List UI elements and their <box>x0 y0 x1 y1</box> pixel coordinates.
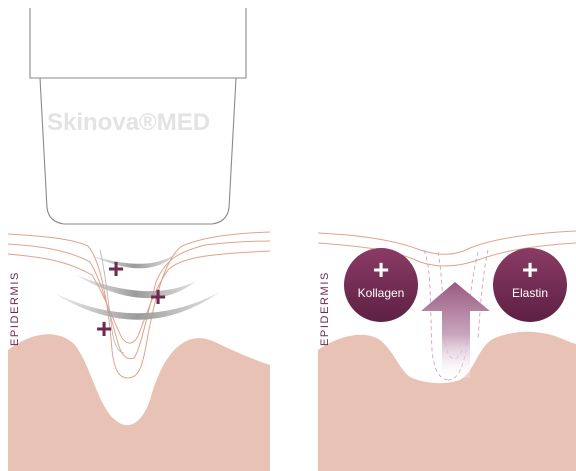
svg-text:Skinova®MED: Skinova®MED <box>47 109 210 136</box>
plus-marker: + <box>150 281 166 312</box>
epidermis-label-right: EPIDERMIS <box>319 271 331 346</box>
energy-arcs-left <box>54 252 220 320</box>
skin-layer-left <box>8 334 270 471</box>
device-brand: Skinova <box>47 109 140 136</box>
left-panel: Skinova®MED + + + EPIDERMIS <box>8 8 270 471</box>
elastin-label: Elastin <box>512 286 548 300</box>
kollagen-plus: + <box>373 254 389 285</box>
device-brand-mark: ®MED <box>139 109 210 136</box>
elastin-badge: + Elastin <box>493 248 567 322</box>
plus-marker: + <box>108 253 124 284</box>
elastin-plus: + <box>522 254 538 285</box>
kollagen-label: Kollagen <box>358 286 405 300</box>
kollagen-badge: + Kollagen <box>344 248 418 322</box>
right-panel: + Kollagen + Elastin EPIDERMIS <box>318 231 576 471</box>
plus-marker: + <box>96 313 112 344</box>
epidermis-label-left: EPIDERMIS <box>9 271 21 346</box>
